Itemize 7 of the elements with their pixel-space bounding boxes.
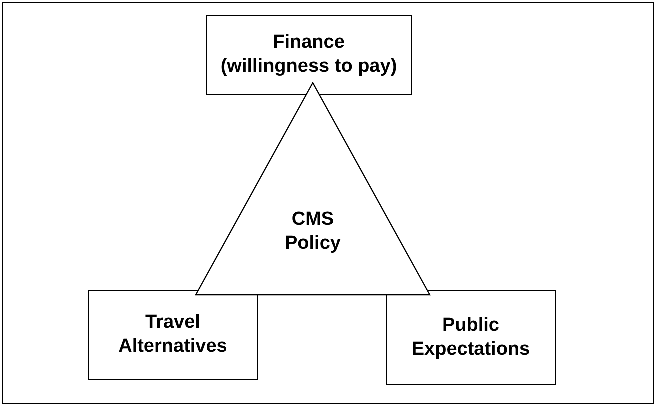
node-label: Public Expectations xyxy=(410,314,532,362)
category-box xyxy=(206,15,412,95)
category-box xyxy=(88,290,258,380)
node-label: Travel Alternatives xyxy=(118,311,228,359)
category-box xyxy=(386,290,556,385)
node-label: CMS Policy xyxy=(284,208,342,256)
node-label: Finance (willingness to pay) xyxy=(220,31,398,79)
